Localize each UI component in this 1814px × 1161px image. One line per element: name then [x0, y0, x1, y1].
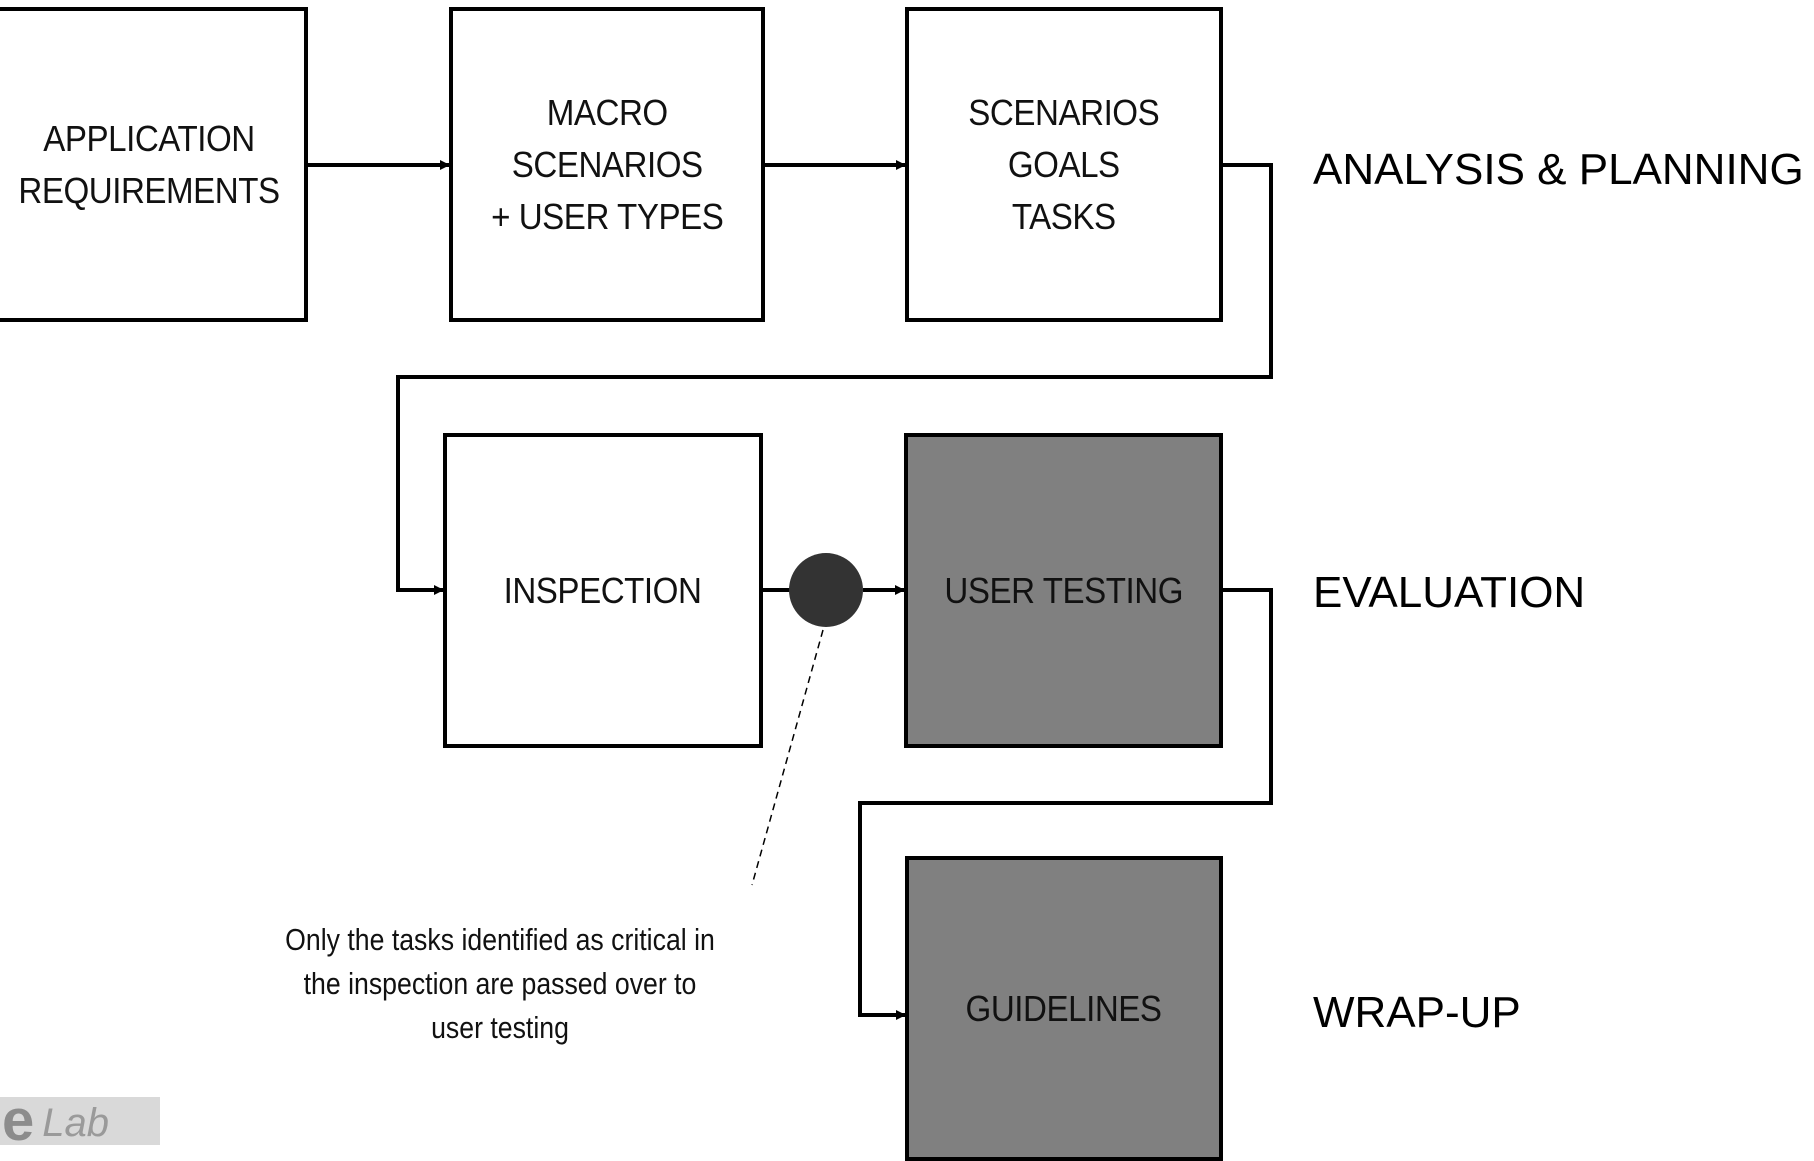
arrow-scenarios-to-inspection [396, 163, 1273, 595]
logo-mark: e [2, 1097, 35, 1145]
arrow-user-testing-to-guidelines [858, 588, 1273, 1020]
lab-logo: e Lab [0, 1097, 160, 1145]
filter-node [789, 553, 863, 627]
user-testing-label: USER TESTING [944, 569, 1183, 611]
macro-scenarios-box: MACRO SCENARIOS + USER TYPES [449, 7, 765, 322]
inspection-label: INSPECTION [504, 569, 702, 611]
inspection-box: INSPECTION [443, 433, 763, 748]
phase-analysis-planning: ANALYSIS & PLANNING [1313, 145, 1804, 194]
scenarios-goals-tasks-box: SCENARIOS GOALS TASKS [905, 7, 1223, 322]
annotation-text: Only the tasks identified as critical in… [285, 922, 715, 1045]
macro-scenarios-label: MACRO SCENARIOS + USER TYPES [490, 91, 724, 237]
application-requirements-label: APPLICATION REQUIREMENTS [18, 117, 280, 211]
logo-text: Lab [42, 1101, 110, 1145]
application-requirements-box: APPLICATION REQUIREMENTS [0, 7, 308, 322]
guidelines-label: GUIDELINES [965, 987, 1163, 1029]
phase-evaluation: EVALUATION [1313, 568, 1586, 617]
scenarios-goals-tasks-label: SCENARIOS GOALS TASKS [968, 91, 1160, 237]
user-testing-box: USER TESTING [904, 433, 1223, 748]
annotation-leader-line [751, 629, 824, 886]
phase-wrap-up: WRAP-UP [1313, 988, 1521, 1037]
guidelines-box: GUIDELINES [905, 856, 1223, 1161]
